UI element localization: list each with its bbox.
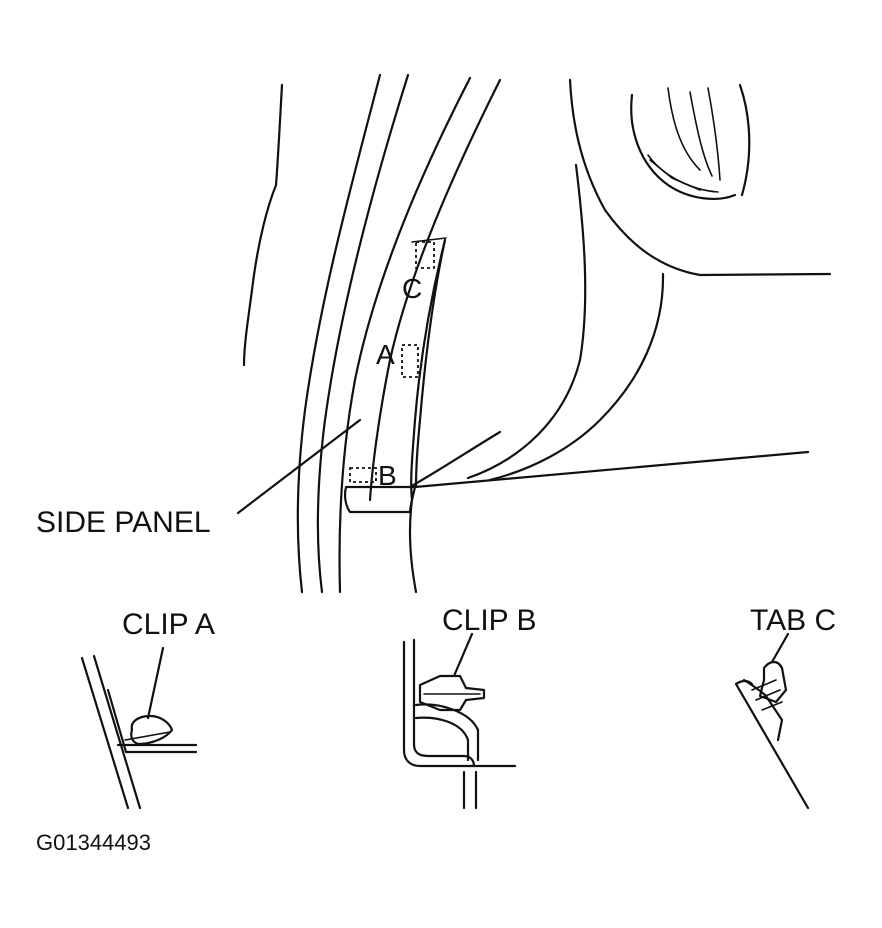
mark-b-label: B xyxy=(378,460,397,491)
clip-a-detail xyxy=(80,646,198,810)
body-outline xyxy=(242,73,832,594)
side-panel-leader xyxy=(236,418,362,515)
tab-c-label: TAB C xyxy=(750,604,836,637)
mark-c-label: C xyxy=(402,273,422,304)
side-panel-label: SIDE PANEL xyxy=(36,506,211,539)
clip-a-label: CLIP A xyxy=(122,608,215,641)
mark-a-label: A xyxy=(376,339,395,370)
mark-b-box xyxy=(349,467,377,483)
clip-marks xyxy=(349,241,435,483)
clip-b-label: CLIP B xyxy=(442,604,537,637)
wheel-arch xyxy=(630,83,751,200)
clip-b-detail xyxy=(402,632,517,810)
mark-c-box xyxy=(415,241,435,269)
mark-a-box xyxy=(401,344,419,378)
figure-id: G01344493 xyxy=(36,830,151,855)
tab-c-detail xyxy=(734,632,810,810)
